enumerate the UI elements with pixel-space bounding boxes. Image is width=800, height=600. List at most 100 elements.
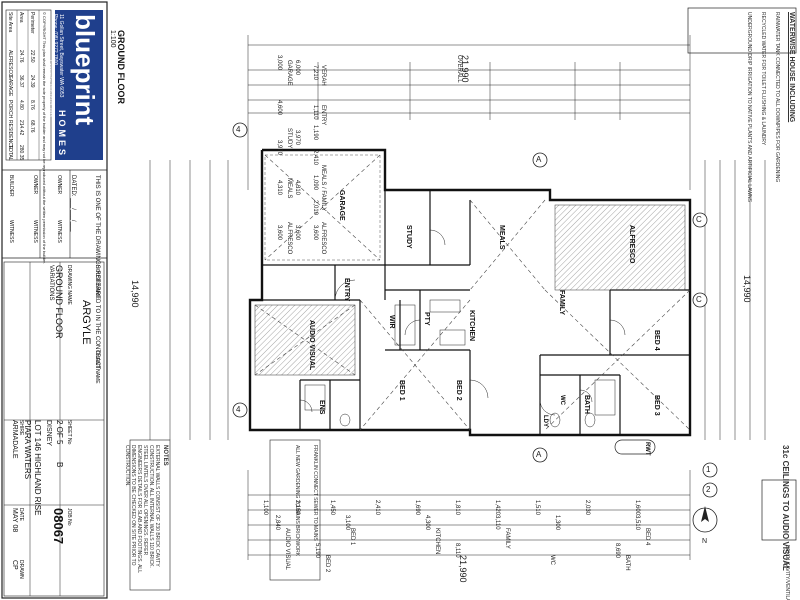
section-marker-c-bottom: C — [696, 295, 702, 304]
bottom-dim-8: 1,510 — [534, 500, 540, 516]
bottom-row2-dim-3: 4,300 — [424, 515, 430, 531]
watersense-item-3: UNDERGROUND DRIP IRRIGATION TO NATIVE PL… — [746, 12, 752, 202]
top-row3-dim-3: 1,190 — [312, 125, 318, 141]
bottom-overall-dim: 21,990 — [458, 555, 468, 583]
door-swings — [299, 229, 626, 416]
section-marker-2: 2 — [706, 485, 711, 494]
top-dim-5: 3,600 — [276, 225, 282, 241]
room-bath: BATH — [583, 395, 590, 414]
room-alfresco: ALFRESCO — [628, 225, 635, 264]
top-label-alfresco-2: ALFRESCO — [320, 222, 326, 255]
area-row-2-perimeter: 24.39 — [29, 75, 35, 88]
dated-line: DATED: ___/___/___ — [70, 175, 76, 232]
area-row-5-name: TOTAL — [7, 145, 13, 161]
room-entry: ENTRY — [343, 278, 350, 302]
audio-visual-hatch — [254, 304, 356, 376]
house-name: ARGYLE — [80, 300, 92, 345]
bottom-row3-dim-2: 8,110 — [454, 543, 460, 558]
north-label: N — [702, 538, 708, 545]
bottom-dim-10: 1,600 — [634, 500, 640, 516]
fixtures — [304, 299, 616, 428]
bottom-dimension-lines — [247, 470, 691, 560]
section-marker-4b: 4 — [236, 405, 241, 414]
top-row3-dim-1: 7,210 — [312, 65, 318, 81]
room-wc: WC — [559, 395, 565, 405]
notes-header: NOTES — [162, 445, 168, 466]
vent-note: ALL NEW GARDENING TO MAINS BRICKWORK — [294, 445, 300, 557]
top-row2-dim-3: 4,310 — [294, 180, 300, 196]
alfresco-hatch — [554, 204, 686, 291]
bottom-dim-4: 2,410 — [374, 500, 380, 516]
bottom-dim-1: 1,100 — [262, 500, 268, 516]
area-row-1-area: 24.76 — [18, 50, 24, 63]
watersense-item-1: RAINWATER TANK CONNECTED TO ALL DOWNPIPE… — [774, 12, 780, 183]
bottom-label-bed4: BED 4 — [644, 528, 650, 546]
drawing-scale: 1:100 — [109, 30, 116, 48]
room-audio-visual: AUDIO VISUAL — [308, 320, 315, 371]
area-header-area: Area — [18, 12, 24, 23]
address-line-2: Phone: (08) 9272 7800 — [52, 14, 58, 66]
bottom-dim-3: 1,450 — [329, 500, 335, 516]
bottom-dim-5: 1,690 — [414, 500, 420, 516]
bottom-label-bed2: BED 2 — [324, 555, 330, 573]
top-label-alfresco: ALFRESCO — [286, 222, 292, 255]
bottom-row2-dim-1: 2,840 — [274, 515, 280, 531]
variations-label: VARIATIONS — [48, 265, 54, 301]
top-row3-dim-7: 3,600 — [312, 225, 318, 241]
owner-label-2: OWNER — [32, 175, 38, 195]
roof-lines — [254, 154, 691, 431]
client-name-label: CLIENT NAME — [94, 350, 100, 384]
room-kitchen: KITCHEN — [468, 310, 475, 342]
section-marker-1: 1 — [706, 465, 711, 474]
drawing-name: GROUND FLOOR — [54, 265, 64, 339]
bottom-label-family: FAMILY — [504, 528, 510, 549]
left-overall-dim: 14,990 — [130, 280, 140, 308]
brand-panel — [55, 10, 103, 160]
area-row-3-perimeter: 8.76 — [29, 100, 35, 110]
top-dim-1: 3,000 — [276, 55, 282, 71]
area-table-frame — [5, 9, 52, 161]
section-marker-a-bottom: A — [536, 450, 542, 459]
watersense-item-2: RECYCLED WATER FOR TOILET FLUSHING & LAU… — [760, 12, 766, 146]
brand-subtitle: HOMES — [57, 110, 67, 159]
room-ens: ENS — [318, 400, 325, 415]
house-name-label: HOUSE NAME — [94, 265, 100, 299]
bottom-row2-dim-4: 3,110 — [494, 515, 500, 530]
top-dimension-lines — [247, 35, 691, 190]
area-row-5-area: 280.35 — [18, 145, 24, 161]
bottom-label-kitchen: KITCHEN — [434, 528, 440, 555]
drawing-label: GROUND FLOOR — [116, 30, 126, 104]
drawing-name-label: DRAWING NAME — [66, 265, 72, 305]
estate-name: PIARA WATERS — [23, 420, 32, 480]
notes-body: EXTERNAL WALLS CONSIST OF 230 BRICK CAVI… — [124, 445, 160, 573]
top-row3-dim-5: 1,090 — [312, 175, 318, 191]
bottom-row2-dim-6: 3,510 — [634, 515, 640, 531]
area-header-site: Site Area — [7, 12, 13, 33]
witness-label-2: WITNESS — [32, 220, 38, 243]
top-label-verah: VERAH — [320, 65, 326, 86]
section-marker-4a: 4 — [236, 125, 241, 134]
top-dim-3: 3,970 — [276, 140, 282, 156]
bottom-row3-dim-3: 8,690 — [614, 543, 620, 559]
section-marker-a-top: A — [536, 155, 542, 164]
top-row3-dim-2: 1,110 — [312, 105, 318, 120]
shire-label: SHIRE — [18, 420, 24, 436]
room-bed2: BED 2 — [455, 380, 462, 401]
sheet-label: SHEET No — [66, 420, 72, 445]
top-dim-2: 4,600 — [276, 100, 282, 116]
top-label-entry: ENTRY — [320, 105, 326, 126]
client-name: DISNEY — [45, 420, 52, 447]
top-row3-dim-4: 2,410 — [312, 150, 318, 166]
top-row2-dim-2: 3,970 — [294, 130, 300, 146]
area-row-2-name: GARAGE — [7, 75, 13, 97]
copyright-note: © COPYRIGHT This plan shall remain the s… — [42, 12, 47, 264]
drawn-label: DRAWN — [18, 560, 24, 579]
room-wir: WIR — [388, 315, 395, 329]
job-number: 08067 — [51, 508, 66, 545]
bottom-label-wc: WC — [549, 555, 555, 565]
area-row-4-perimeter: 68.76 — [29, 120, 35, 133]
sheet-number: 2 OF 5 — [55, 420, 64, 445]
top-label-meals-family: MEALS / FAMILY — [320, 165, 326, 212]
bottom-label-bed1: BED 1 — [349, 528, 355, 546]
bottom-dim-7: 1,420 — [494, 500, 500, 516]
